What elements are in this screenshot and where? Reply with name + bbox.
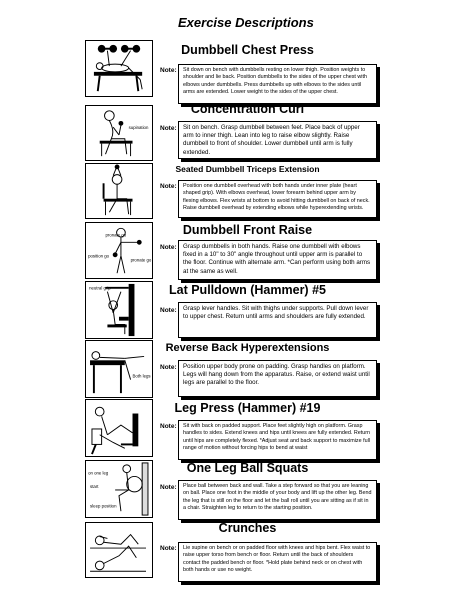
illustration-front-raise: position go pronate go pronate go [85,222,153,279]
illustration-reverse-hyperextensions: Both legs [85,340,153,398]
exercise-title-leg-press: Leg Press (Hammer) #19 [174,401,321,415]
exercise-title-dumbbell-chest-press: Dumbbell Chest Press [181,43,314,57]
illustration-triceps-extension [85,163,153,219]
note-label: Note: [160,67,177,74]
figure-label-pronate-go: pronate go [105,233,126,238]
illustration-chest-press [85,40,153,97]
description-leg-press: Sit with back on padded support. Place f… [178,420,377,460]
illustration-one-leg-ball-squats: on one leg start sleep position [85,460,153,518]
note-label: Note: [160,183,177,190]
figure-label-supination: supination [129,125,149,130]
illustration-crunches [85,522,153,578]
note-label: Note: [160,125,177,132]
note-label: Note: [160,307,177,314]
exercise-title-concentration-curl: Concentration Curl [190,102,305,116]
illustration-leg-press [85,399,153,457]
exercise-title-lat-pulldown: Lat Pulldown (Hammer) #5 [169,283,326,297]
figure-label-both-legs: Both legs [133,374,151,379]
note-label: Note: [160,244,177,251]
note-label: Note: [160,364,177,371]
illustration-lat-pulldown: neutral grip [85,281,153,339]
exercise-title-reverse-back-hyperextensions: Reverse Back Hyperextensions [165,342,330,354]
description-concentration-curl: Sit on bench. Grasp dumbbell between fee… [178,121,377,159]
exercise-title-dumbbell-front-raise: Dumbbell Front Raise [182,223,313,237]
page-title: Exercise Descriptions [178,15,314,30]
exercise-title-crunches: Crunches [218,521,277,535]
figure-label-pronate-go: pronate go [131,258,152,263]
exercise-title-seated-dumbbell-triceps-extension: Seated Dumbbell Triceps Extension [175,164,320,174]
figure-label-position-go: position go [88,254,110,259]
description-dumbbell-chest-press: Sit down on bench with dumbbells resting… [178,64,377,104]
illustration-concentration-curl: supination [85,105,153,161]
figure-label-sleep-position: sleep position [90,503,117,508]
figure-label-start: start [90,484,99,489]
exercise-title-one-leg-ball-squats: One Leg Ball Squats [186,461,309,475]
description-dumbbell-front-raise: Grasp dumbbells in both hands. Raise one… [178,240,377,280]
note-label: Note: [160,423,177,430]
description-reverse-back-hyperextensions: Position upper body prone on padding. Gr… [178,360,377,397]
description-lat-pulldown: Grasp lever handles. Sit with thighs und… [178,302,377,338]
description-seated-dumbbell-triceps-extension: Position one dumbbell overhead with both… [178,180,377,218]
description-crunches: Lie supine on bench or on padded floor w… [178,542,377,582]
figure-label-on-one-leg: on one leg [88,471,109,476]
figure-label-neutral-grip: neutral grip [89,286,111,291]
note-label: Note: [160,545,177,552]
note-label: Note: [160,484,177,491]
description-one-leg-ball-squats: Place ball between back and wall. Take a… [178,480,377,520]
